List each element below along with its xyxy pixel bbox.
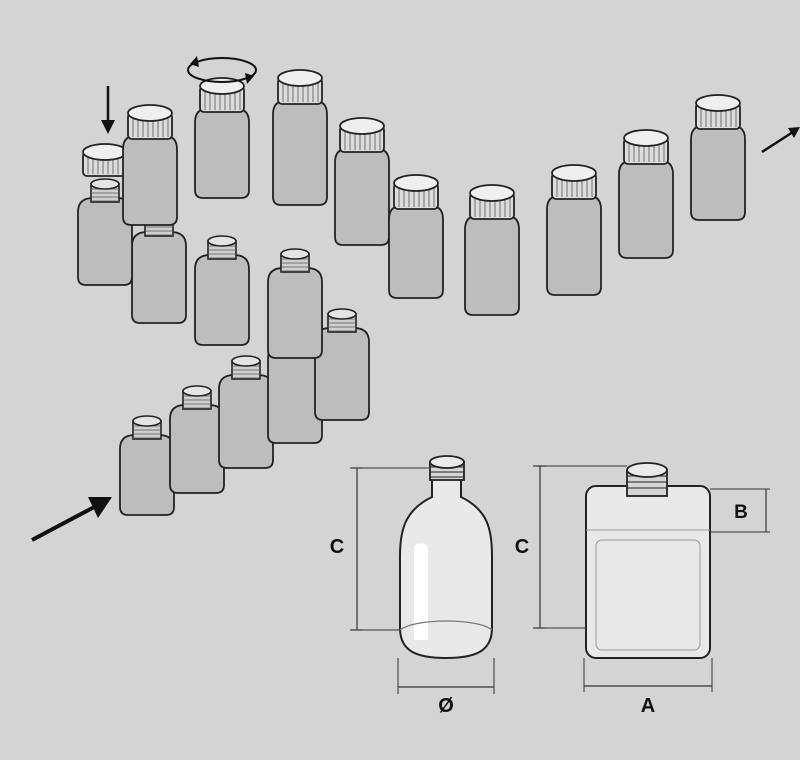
bottle [169,385,225,494]
bottle [194,235,250,346]
bottle [272,69,328,206]
feed-in-arrow-icon [31,497,112,542]
bottle [314,308,370,421]
rectangular-bottle-detail: C B A [515,462,770,717]
round-height-dimension [350,467,430,631]
round-height-label: C [330,536,344,558]
bottle [618,129,674,259]
round-diameter-dimension [397,658,495,694]
bottle [546,164,602,296]
rectangular-bottle-drawing [585,462,711,659]
bottle [194,77,250,199]
cap-rotation-icon [187,56,257,84]
rect-height-label: C [515,536,529,558]
feed-out-arrow-icon [761,127,800,154]
capping-arrow-icon [101,86,115,134]
bottle [334,117,390,246]
rect-width-dimension [583,658,713,692]
rect-shoulder-dimension [710,488,770,533]
bottle-conveyor-line [77,69,746,516]
rect-width-label: A [641,695,655,717]
rect-height-dimension [533,465,627,629]
round-bottle-drawing [399,455,493,660]
round-diameter-label: Ø [438,695,454,717]
bottle [119,415,175,516]
bottle [218,355,274,469]
round-bottle-detail: C Ø [330,455,495,717]
bottle [122,104,178,226]
bottle [267,248,323,359]
bottle [690,94,746,221]
bottle [388,174,444,299]
rect-shoulder-label: B [734,502,748,523]
bottle [464,184,520,316]
